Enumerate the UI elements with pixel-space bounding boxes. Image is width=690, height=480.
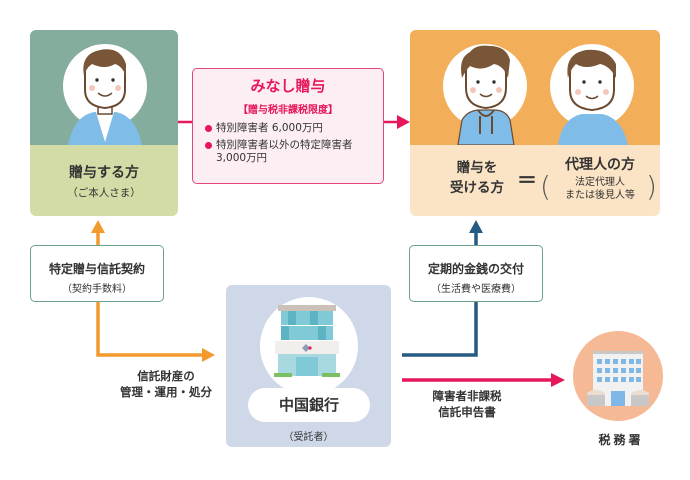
equals-sign: ＝ <box>517 168 537 192</box>
payment-title: 定期的金銭の交付 <box>427 262 524 276</box>
trust-management-label: 信託財産の 管理・運用・処分 <box>120 369 212 399</box>
agent-person-icon <box>558 49 628 145</box>
receiver-illustration-area <box>410 30 660 145</box>
contract-title: 特定贈与信託契約 <box>48 262 145 276</box>
young-person-icon <box>457 45 515 145</box>
giver-title: 贈与する方 <box>69 165 139 181</box>
giver-illustration-area <box>30 30 178 145</box>
bank-name: 中国銀行 <box>248 388 370 422</box>
agent-title: 代理人の方 <box>565 157 635 173</box>
tax-office-label: 税務署 <box>598 433 644 447</box>
contract-subtitle: （契約手数料） <box>62 284 132 295</box>
paren-right: ) <box>646 170 657 203</box>
bank-building-icon <box>274 305 340 377</box>
gift-item: 特別障害者 6,000万円 <box>205 122 323 135</box>
gift-item: 特別障害者以外の特定障害者 3,000万円 <box>205 139 353 165</box>
agent-subtitle: 法定代理人 または後見人等 <box>565 177 635 201</box>
giver-subtitle: （ご本人さま） <box>67 187 141 199</box>
payment-arrow-head <box>469 220 483 233</box>
tax-office-building-icon <box>587 351 649 406</box>
gift-arrow-head <box>397 115 410 129</box>
contract-box: 特定贈与信託契約 （契約手数料） <box>30 245 164 302</box>
bullet-icon <box>205 142 212 149</box>
receiver-card: 贈与を 受ける方 ＝ 代理人の方 ( 法定代理人 または後見人等 ) <box>410 30 660 216</box>
deemed-gift-box: みなし贈与 【贈与税非課税限度】 特別障害者 6,000万円 特別障害者以外の特… <box>192 68 384 184</box>
deemed-gift-title: みなし贈与 <box>250 77 326 95</box>
tax-report-label: 障害者非課税 信託申告書 <box>432 389 502 419</box>
payment-box: 定期的金銭の交付 （生活費や医療費） <box>409 245 543 302</box>
paren-left: ( <box>540 170 551 203</box>
bank-subtitle: （受託者） <box>283 432 334 443</box>
elderly-person-icon <box>68 49 142 145</box>
bank-card: 中国銀行 （受託者） <box>226 285 391 447</box>
giver-card: 贈与する方 （ご本人さま） <box>30 30 178 216</box>
payment-subtitle: （生活費や医療費） <box>431 284 521 295</box>
trust-line <box>96 302 203 357</box>
payment-line <box>402 302 478 357</box>
receiver-title: 贈与を 受ける方 <box>450 160 504 196</box>
contract-arrow-head-up <box>91 220 105 233</box>
bullet-icon <box>205 125 212 132</box>
report-arrow-head <box>551 373 565 387</box>
deemed-gift-subtitle: 【贈与税非課税限度】 <box>238 105 338 116</box>
trust-arrow-head <box>202 348 215 362</box>
tax-office-circle <box>573 331 663 421</box>
